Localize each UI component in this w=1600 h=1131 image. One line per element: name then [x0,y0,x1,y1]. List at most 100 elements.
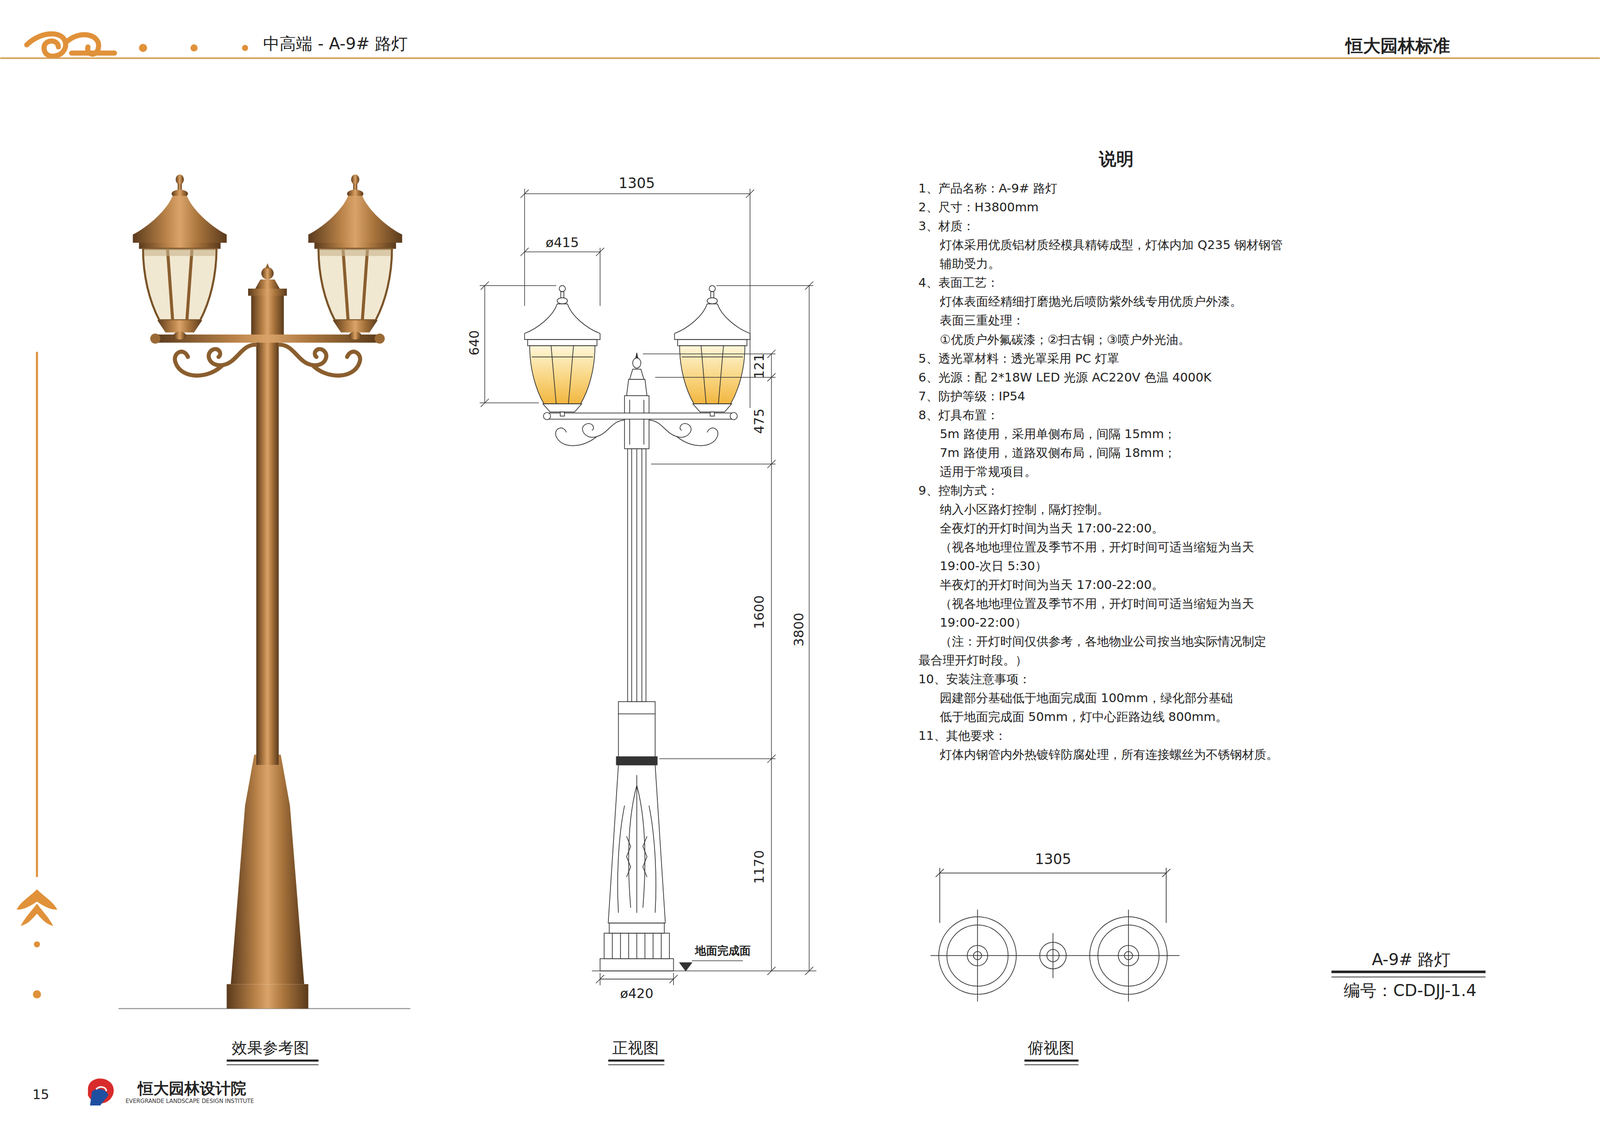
page-number: 15 [32,1087,50,1103]
bronze-lamp [118,174,411,1009]
front-view-lamp [676,428,719,446]
dimension-lines [716,285,814,972]
bronze-lamp [175,351,223,376]
bronze-lamp [248,288,287,297]
front-view-lamp [626,379,647,397]
underline-rules [1331,970,1486,974]
dimension-text: 640 [466,330,483,356]
dimension-text: 3800 [791,612,807,647]
underline-rules [1331,977,1486,978]
note-line: ①优质户外氟碳漆；②扫古铜；③喷户外光油。 [939,332,1191,347]
view-caption: 正视图 [612,1038,659,1057]
header-standard: 恒大园林标准 [1345,35,1451,56]
front-view-lamp [616,756,657,766]
institute-logo [89,1089,109,1106]
dimension-lines [595,975,678,984]
front-view-lamp [624,395,650,449]
front-view-lamp [627,448,647,702]
dimension-lines [679,962,692,972]
front-view-lamp [604,933,670,960]
front-view-lamp [626,836,647,877]
front-view-lamp [730,412,738,420]
note-line: 7、防护等级：IP54 [918,389,1026,404]
bronze-lamp [279,344,326,366]
note-line: 7m 路使用，道路双侧布局，间隔 18mm； [939,445,1176,460]
institute-logo [88,1079,114,1107]
institute-english: EVERGRANDE LANDSCAPE DESIGN INSTITUTE [125,1098,254,1106]
bronze-lamp [230,755,305,985]
note-line: 4、表面工艺： [918,276,999,291]
dimension-lines [524,188,751,408]
dimension-text: 1600 [751,595,768,630]
front-view-lamp [618,701,656,714]
dimension-lines [479,285,557,404]
top-view-plan [939,868,1167,924]
note-line: 2、尺寸：H3800mm [918,200,1039,215]
note-line: 5m 路使用，采用单侧布局，间隔 15mm； [939,427,1176,442]
front-view-lamp [649,420,718,446]
note-line: 3、材质： [918,219,975,234]
drawing-number: 编号：CD-DJJ-1.4 [1343,981,1477,1001]
bronze-lamp [374,333,386,344]
bronze-lamp [256,336,279,766]
front-view-lamp [600,959,674,972]
bronze-lamp [308,174,402,341]
front-view-lamp [631,448,642,702]
bronze-lamp [208,344,255,366]
bronze-lamp [149,333,161,344]
dimension-lines [600,973,674,986]
dimension-text: ø420 [620,986,654,1002]
view-caption: 效果参考图 [231,1038,310,1057]
note-line: 灯体表面经精细打磨抛光后喷防紫外线专用优质户外漆。 [939,295,1243,310]
dimension-lines [480,281,489,407]
front-view-lamp [607,765,666,924]
note-line: 园建部分基础低于地面完成面 100mm，绿化部分基础 [939,691,1233,706]
dimension-text: 121 [751,353,768,379]
front-view-lamp [649,420,692,438]
underline-rules [226,972,1486,1066]
top-view-plan [935,869,1171,878]
bronze-lamp [251,293,284,339]
dimension-lines [642,354,776,972]
header-dots [138,44,148,53]
dimension-text: 1170 [751,850,768,885]
bronze-lamp [261,267,274,280]
note-line: （注：开灯时间仅供参考，各地物业公司按当地实际情况制定 [939,634,1267,649]
logo-swirl [26,33,66,57]
front-view-lamp [524,285,751,972]
header-dots [190,44,198,52]
front-view-lamp [635,353,638,359]
front-view-lamp [618,713,656,757]
front-view-lamp [674,285,751,417]
side-ornament [35,352,38,878]
side-ornament [20,903,54,927]
note-line: 适用于常规项目。 [939,464,1037,479]
front-view-lamp [555,428,598,446]
ground-level-label: 地面完成面 [695,944,751,958]
note-line: 1、产品名称：A-9# 路灯 [918,181,1058,196]
institute-logo [96,1087,107,1092]
bronze-lamp [279,344,360,376]
front-view-lamp [543,412,551,420]
underline-rules [607,1059,665,1062]
front-view-lamp [582,420,625,438]
underline-rules [226,1059,319,1062]
front-view-lamp [612,933,662,960]
note-line: 9、控制方式： [918,483,999,498]
dimension-lines [479,188,817,986]
bronze-lamp [175,344,361,376]
underline-rules [1024,1064,1079,1066]
note-line: 11、其他要求： [918,729,1007,744]
bronze-lamp [226,984,309,1009]
front-view-lamp [629,400,645,445]
drawing-name: A-9# 路灯 [1371,950,1451,970]
note-line: （视各地地理位置及季节不用，开灯时间可适当缩短为当天 [939,596,1255,611]
institute-name: 恒大园林设计院 [137,1080,247,1098]
dimension-text: ø415 [545,235,579,251]
dimension-text: 1305 [1035,851,1072,869]
note-line: 19:00-次日 5:30） [939,559,1048,574]
front-view-lamp [609,923,665,934]
note-line: 5、透光罩材料：透光罩采用 PC 灯罩 [918,351,1120,366]
